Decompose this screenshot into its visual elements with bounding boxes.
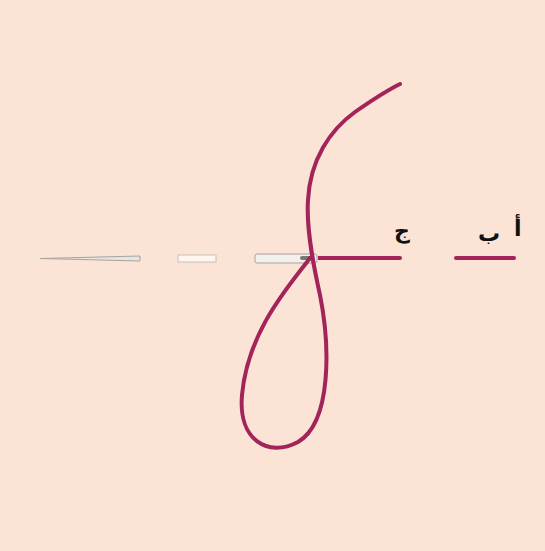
- thread-stitch: [345, 256, 400, 260]
- thread-stitch: [318, 256, 345, 260]
- point-letter: ب: [478, 221, 500, 247]
- needle-tip: [40, 256, 140, 261]
- point-letter: أ: [514, 216, 522, 242]
- point-letter: ج: [394, 218, 410, 244]
- guide-dash: [178, 255, 216, 262]
- thread-loop: [242, 84, 400, 448]
- thread-stitch: [456, 256, 514, 260]
